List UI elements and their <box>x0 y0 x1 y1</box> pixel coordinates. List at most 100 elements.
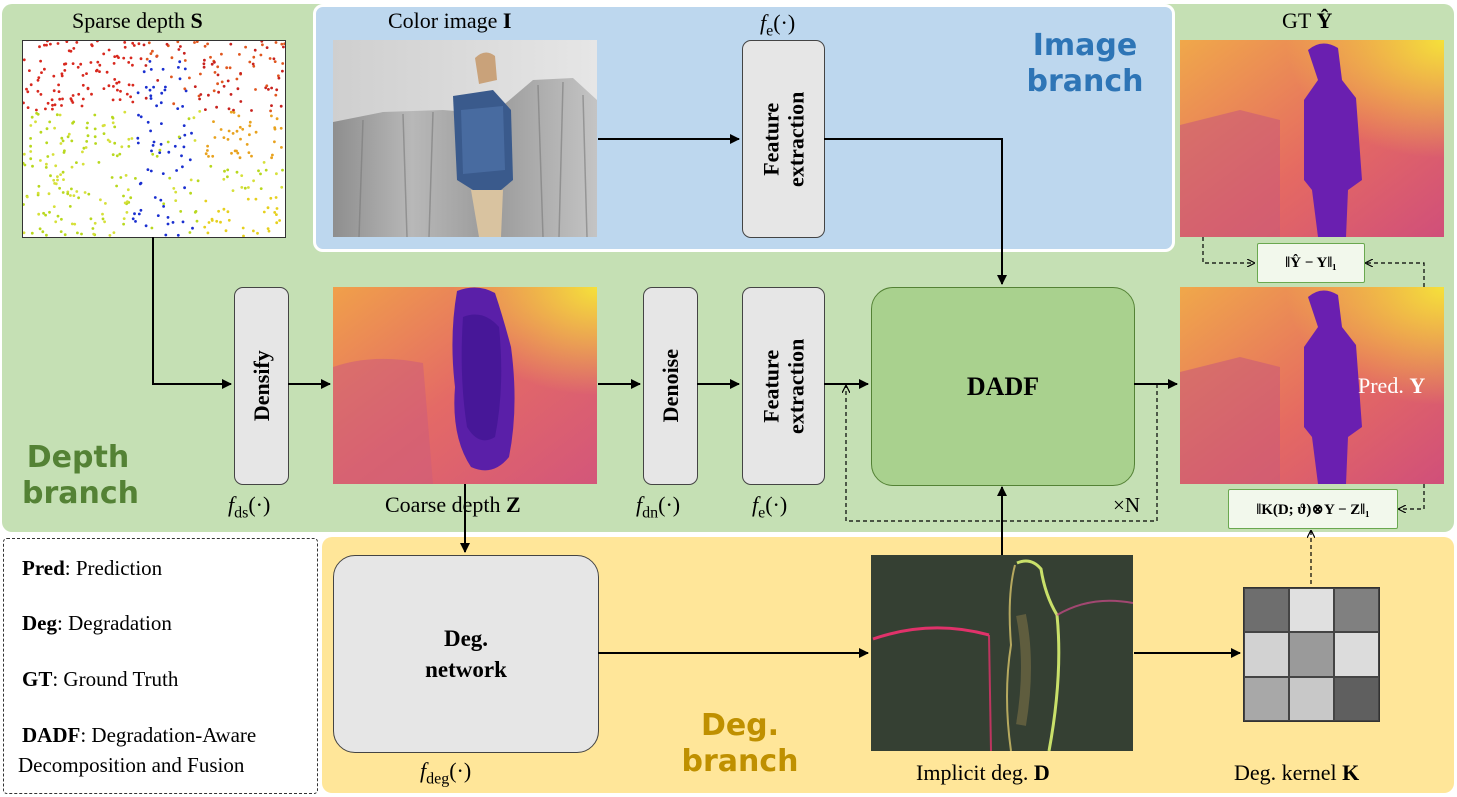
deg-branch-label: Deg. branch <box>681 708 799 779</box>
sparse-depth-point <box>129 56 133 60</box>
sparse-depth-point <box>282 45 285 49</box>
sparse-depth-point <box>39 93 43 96</box>
sparse-depth-point <box>129 196 133 200</box>
sparse-depth-point <box>151 49 154 53</box>
sparse-depth-point <box>184 89 188 93</box>
sparse-depth-point <box>84 146 88 149</box>
legend-item-gt: GT: Ground Truth <box>22 667 179 691</box>
sparse-depth-point <box>280 42 284 46</box>
sparse-depth-point <box>225 66 229 70</box>
sparse-depth-point <box>111 153 115 156</box>
fdn-label: fdn(·) <box>636 492 681 522</box>
sparse-depth-point <box>166 140 170 144</box>
sparse-depth-point <box>23 203 25 206</box>
sparse-depth-point <box>268 57 272 60</box>
sparse-depth-point <box>241 127 245 131</box>
sparse-depth-point <box>58 97 62 101</box>
sparse-depth-point <box>112 62 116 65</box>
sparse-depth-point <box>240 174 244 178</box>
sparse-depth-point <box>235 170 239 174</box>
sparse-depth-point <box>91 227 95 230</box>
sparse-depth-point <box>134 177 137 180</box>
legend-item-deg: Deg: Degradation <box>22 611 172 635</box>
sparse-depth-point <box>155 54 159 58</box>
sparse-depth-point <box>111 121 115 125</box>
sparse-depth-point <box>72 47 76 50</box>
sparse-depth-point <box>89 217 93 221</box>
sparse-depth-point <box>199 72 202 76</box>
sparse-depth-point <box>265 84 269 88</box>
sparse-depth-point <box>203 225 207 229</box>
sparse-depth-point <box>222 84 226 88</box>
sparse-depth-point <box>68 205 72 208</box>
sparse-depth-point <box>209 164 213 168</box>
sparse-depth-point <box>176 233 180 237</box>
sparse-depth-point <box>93 135 97 139</box>
sparse-depth-point <box>236 151 240 155</box>
sparse-depth-point <box>176 107 180 110</box>
sparse-depth-point <box>137 113 140 117</box>
sparse-depth-point <box>257 169 260 173</box>
depth-branch-label: Depth branch <box>22 440 140 511</box>
sparse-depth-point <box>251 62 255 66</box>
implicit-deg-image <box>871 555 1133 751</box>
sparse-depth-point <box>144 64 148 67</box>
sparse-depth-point <box>70 222 74 226</box>
sparse-depth-point <box>226 168 230 172</box>
sparse-depth-point <box>181 105 185 108</box>
sparse-depth-point <box>159 198 163 202</box>
sparse-depth-caption: Sparse depth S <box>72 8 203 33</box>
sparse-depth-point <box>168 176 172 180</box>
sparse-depth-point <box>63 233 67 237</box>
sparse-depth-point <box>275 172 278 176</box>
sparse-depth-point <box>29 137 32 140</box>
sparse-depth-point <box>134 220 137 223</box>
color-image <box>333 40 597 237</box>
coarse-depth-map <box>333 287 597 484</box>
repeat-n-label: ×N <box>1113 493 1141 517</box>
sparse-depth-point <box>217 90 221 94</box>
sparse-depth-point <box>212 89 216 93</box>
sparse-depth-point <box>90 92 93 96</box>
sparse-depth-point <box>245 143 249 146</box>
sparse-depth-point <box>179 45 182 48</box>
sparse-depth-point <box>102 52 106 56</box>
sparse-depth-point <box>166 216 170 219</box>
sparse-depth-point <box>211 154 215 158</box>
sparse-depth-point <box>56 42 60 45</box>
sparse-depth-point <box>275 207 279 210</box>
sparse-depth-point <box>239 100 243 103</box>
sparse-depth-point <box>110 176 114 179</box>
sparse-depth-point <box>146 168 150 171</box>
sparse-depth-point <box>226 138 230 141</box>
sparse-depth-point <box>118 152 122 156</box>
sparse-depth-point <box>136 141 140 145</box>
sparse-depth-point <box>93 221 97 225</box>
sparse-depth-point <box>96 41 99 43</box>
sparse-depth-point <box>113 78 117 81</box>
sparse-depth-point <box>122 217 126 221</box>
sparse-depth-point <box>23 231 26 235</box>
sparse-depth-point <box>202 62 206 66</box>
sparse-depth-point <box>228 66 232 70</box>
sparse-depth-point <box>59 173 62 177</box>
sparse-depth-point <box>60 72 64 76</box>
sparse-depth-point <box>144 85 148 89</box>
sparse-depth-point <box>75 190 79 193</box>
sparse-depth-point <box>85 72 88 75</box>
sparse-depth-point <box>51 153 55 156</box>
sparse-depth-point <box>95 68 99 72</box>
sparse-depth-point <box>131 100 135 104</box>
color-image-scene <box>333 40 597 237</box>
sparse-depth-point <box>159 101 163 105</box>
sparse-depth-point <box>206 144 210 148</box>
sparse-depth-point <box>60 104 63 107</box>
sparse-depth-point <box>120 145 124 149</box>
sparse-depth-point <box>280 185 284 189</box>
sparse-depth-point <box>192 116 196 120</box>
sparse-depth-point <box>56 178 59 182</box>
sparse-depth-point <box>233 149 237 153</box>
sparse-depth-point <box>248 120 252 124</box>
sparse-depth-point <box>102 132 106 135</box>
sparse-depth-point <box>44 107 47 111</box>
